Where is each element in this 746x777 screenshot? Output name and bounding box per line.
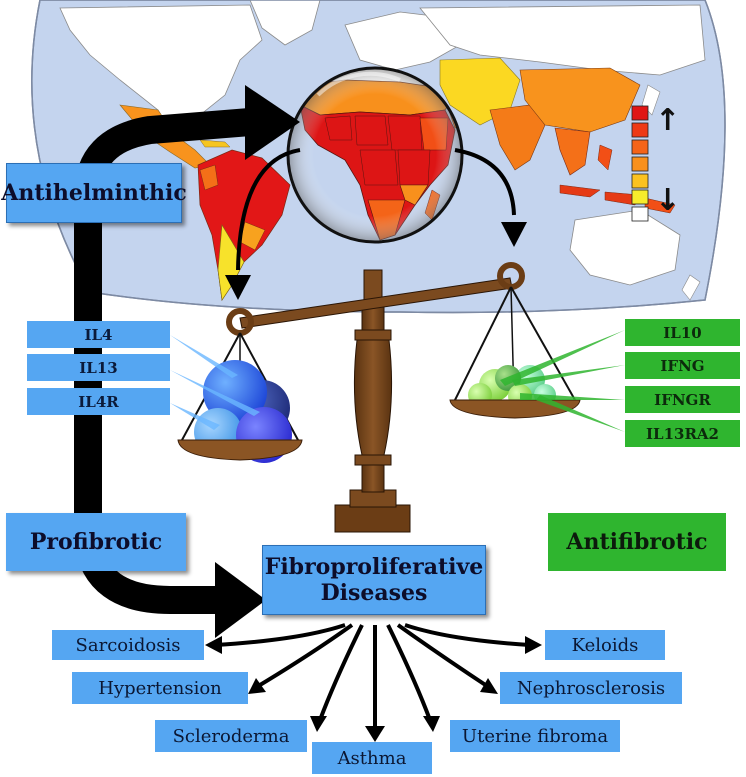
decrease-arrow-icon: ↓ xyxy=(655,183,681,218)
legend-swatch-4 xyxy=(631,156,649,172)
gene-label-il13ra2: IL13RA2 xyxy=(625,420,740,447)
disease-scleroderma: Scleroderma xyxy=(155,720,307,752)
disease-asthma: Asthma xyxy=(312,742,432,774)
prevalence-legend xyxy=(631,105,649,222)
increase-arrow-icon: ↑ xyxy=(655,103,681,138)
antifibrotic-label: Antifibrotic xyxy=(548,513,726,571)
fibroproliferative-title-line2: Diseases xyxy=(320,580,428,606)
lens-arrows xyxy=(225,148,527,300)
magnifier-lens-icon xyxy=(286,66,464,244)
disease-arrowheads xyxy=(205,636,542,742)
balance-scale-icon xyxy=(177,262,581,533)
antihelminthic-label: Antihelminthic xyxy=(1,163,187,223)
gene-label-il10: IL10 xyxy=(625,319,740,346)
fibroproliferative-title-line1: Fibroproliferative xyxy=(264,554,484,580)
gene-label-il4r: IL4R xyxy=(27,388,170,415)
legend-swatch-6 xyxy=(631,189,649,205)
disease-keloids: Keloids xyxy=(545,630,665,660)
fibroproliferative-diseases-box: Fibroproliferative Diseases xyxy=(262,545,486,615)
legend-swatch-7 xyxy=(631,206,649,222)
legend-swatch-2 xyxy=(631,122,649,138)
gene-label-il4: IL4 xyxy=(27,321,170,348)
legend-swatch-3 xyxy=(631,139,649,155)
disease-uterine-fibroma: Uterine fibroma xyxy=(450,720,620,752)
profibrotic-label: Profibrotic xyxy=(6,513,186,571)
legend-swatch-1 xyxy=(631,105,649,121)
legend-swatch-5 xyxy=(631,173,649,189)
disease-sarcoidosis: Sarcoidosis xyxy=(52,630,204,660)
disease-nephrosclerosis: Nephrosclerosis xyxy=(500,672,682,704)
gene-label-ifng: IFNG xyxy=(625,352,740,379)
disease-arrows xyxy=(214,623,531,730)
gene-label-il13: IL13 xyxy=(27,354,170,381)
disease-hypertension: Hypertension xyxy=(72,672,248,704)
gene-label-ifngr: IFNGR xyxy=(625,386,740,413)
gene-connectors xyxy=(170,330,625,432)
